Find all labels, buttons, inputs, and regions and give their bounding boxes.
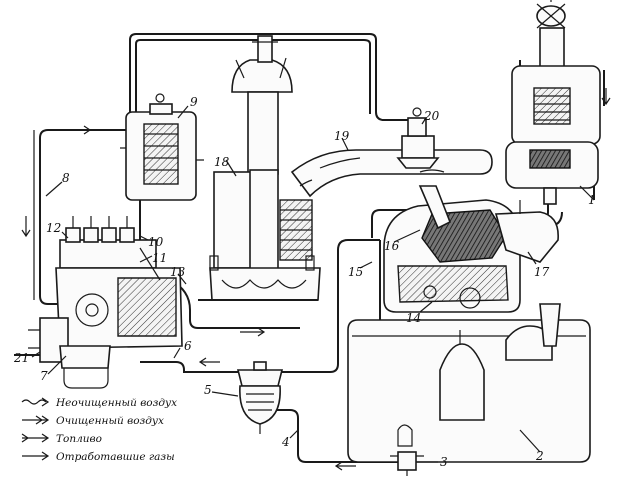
callout-18: 18 (214, 155, 230, 169)
callout-numbers: 1 2 3 4 5 6 7 8 9 10 11 12 13 14 15 16 1… (13, 95, 596, 469)
legend-item-raw-air: Неочищенный воздух (21, 397, 177, 409)
callout-1: 1 (588, 193, 596, 207)
callout-8: 8 (62, 171, 70, 185)
callout-21: 21 (13, 351, 29, 365)
callout-3: 3 (440, 455, 448, 469)
double-chevron-arrow-icon (22, 415, 50, 425)
legend-item-clean-air: Очищенный воздух (22, 415, 164, 427)
callout-15: 15 (348, 265, 363, 279)
callout-4: 4 (281, 435, 290, 449)
wavy-arrow-icon (21, 397, 50, 407)
intake-pipe-19 (290, 149, 493, 198)
callout-17: 17 (534, 265, 550, 279)
fuel-tank-2 (347, 303, 591, 463)
engine-block-14 (383, 185, 563, 313)
callout-16: 16 (384, 239, 400, 253)
callout-5: 5 (204, 383, 212, 397)
legend-label-raw-air: Неочищенный воздух (55, 397, 177, 409)
exhaust-stack-18 (198, 35, 321, 301)
callout-2: 2 (535, 449, 544, 463)
legend: Неочищенный воздух Очищенный воздух Топл… (21, 397, 177, 463)
callout-12: 12 (46, 221, 61, 235)
injection-pump-11 (28, 216, 183, 389)
legend-label-fuel: Топливо (56, 433, 102, 445)
filter-5 (236, 361, 284, 434)
callout-7: 7 (40, 369, 48, 383)
callout-9: 9 (190, 95, 198, 109)
callout-11: 11 (152, 251, 167, 265)
air-cleaner-1 (505, 0, 601, 233)
valve-20 (396, 107, 440, 169)
legend-item-exhaust: Отработавшие газы (22, 451, 175, 463)
callout-14: 14 (406, 311, 421, 325)
single-arrow-icon (22, 451, 50, 461)
callout-10: 10 (148, 235, 164, 249)
feathered-arrow-icon (21, 433, 50, 443)
callout-20: 20 (423, 109, 440, 123)
callout-13: 13 (170, 265, 186, 279)
valve-3 (390, 451, 424, 476)
flow-arrows (21, 88, 611, 471)
legend-label-clean-air: Очищенный воздух (56, 415, 164, 427)
legend-item-fuel: Топливо (21, 433, 102, 445)
fuel-filter-9 (120, 93, 204, 201)
legend-label-exhaust: Отработавшие газы (56, 451, 175, 463)
callout-leaders (31, 105, 595, 463)
callout-19: 19 (334, 129, 350, 143)
callout-6: 6 (184, 339, 192, 353)
